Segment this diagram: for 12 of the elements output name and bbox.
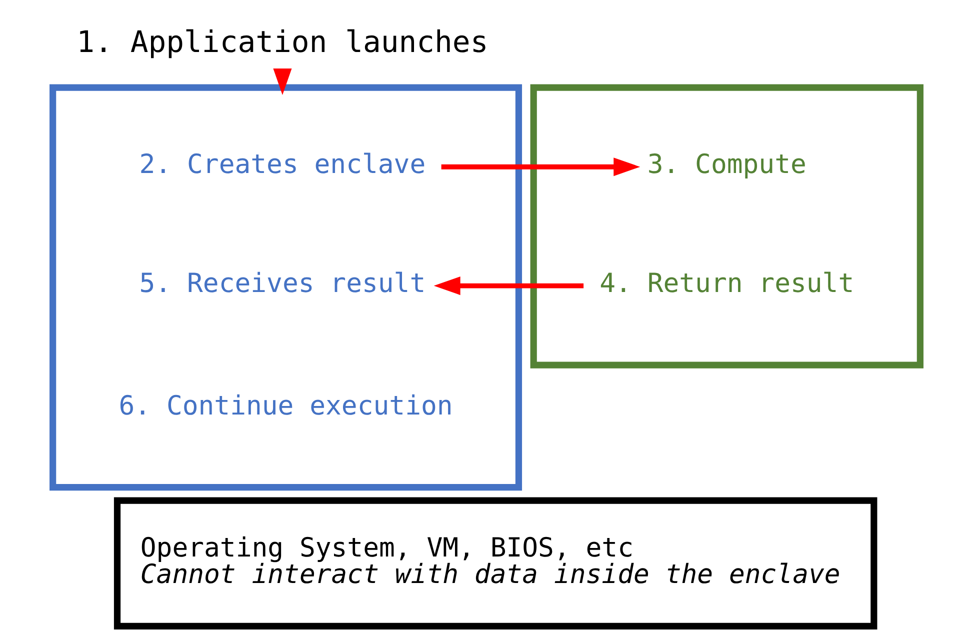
node-text: 1. Application launches: [76, 24, 488, 60]
node-text: 2. Creates enclave: [139, 149, 426, 180]
node-text: 3. Compute: [647, 149, 806, 180]
node-text: 4. Return result: [600, 268, 854, 300]
cluster: [50, 84, 522, 491]
arrow: [441, 158, 640, 176]
arrow: [273, 68, 292, 96]
node-text: 5. Receives result: [139, 268, 426, 300]
arrow: [434, 276, 584, 296]
cluster: [530, 84, 924, 368]
node-text: 6. Continue execution: [118, 390, 453, 422]
node-box: Operating System, VM, BIOS, etc Cannot interact with data inside the enclave: [114, 497, 878, 630]
